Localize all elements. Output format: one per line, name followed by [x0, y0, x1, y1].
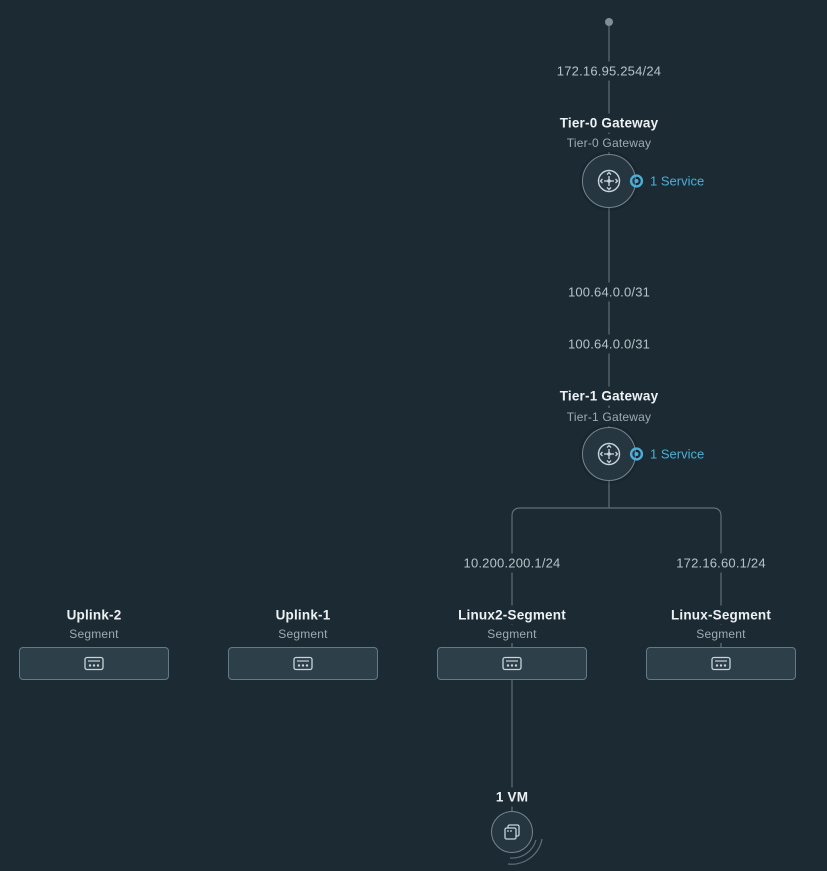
segment-name-uplink-1: Uplink-1	[267, 605, 339, 625]
segment-box-linux-segment[interactable]	[646, 647, 796, 680]
tier1-gateway-icon	[597, 442, 621, 466]
tier0-service-label: 1 Service	[650, 173, 705, 189]
tier1-left-downlink-ip: 10.200.200.1/24	[455, 553, 569, 573]
segment-name-uplink-2: Uplink-2	[58, 605, 130, 625]
t0-t1-link-ip-top: 100.64.0.0/31	[559, 282, 659, 302]
vm-ripple-arc	[507, 838, 543, 865]
segment-name-linux-segment: Linux-Segment	[662, 605, 780, 625]
segment-type-uplink-1: Segment	[270, 625, 336, 643]
segment-type-linux2-segment: Segment	[479, 625, 545, 643]
tier0-gateway-icon	[597, 169, 621, 193]
uplink-endpoint-dot	[605, 18, 613, 26]
segment-icon	[502, 656, 522, 671]
tier1-right-downlink-ip: 172.16.60.1/24	[668, 553, 774, 573]
tier0-uplink-ip-label: 172.16.95.254/24	[548, 61, 670, 81]
vm-ripple-arc	[509, 839, 537, 859]
segment-icon	[84, 656, 104, 671]
segment-icon	[293, 656, 313, 671]
tier1-gateway-node[interactable]	[582, 427, 636, 481]
tier1-gateway-title: Tier-1 Gateway	[551, 386, 667, 406]
tier0-gateway-node[interactable]	[582, 154, 636, 208]
segment-type-linux-segment: Segment	[688, 625, 754, 643]
segment-type-uplink-2: Segment	[61, 625, 127, 643]
service-icon	[629, 447, 644, 461]
segment-icon	[711, 656, 731, 671]
service-icon	[629, 174, 644, 188]
tier1-service-label: 1 Service	[650, 446, 705, 462]
segment-box-linux2-segment[interactable]	[437, 647, 587, 680]
vm-count-label: 1 VM	[487, 787, 537, 807]
segment-box-uplink-1[interactable]	[228, 647, 378, 680]
tier0-gateway-subtitle: Tier-0 Gateway	[558, 134, 660, 152]
tier1-gateway-subtitle: Tier-1 Gateway	[558, 408, 660, 426]
tier0-service-link[interactable]: 1 Service	[629, 174, 704, 189]
vm-icon	[504, 824, 520, 840]
tier1-service-link[interactable]: 1 Service	[629, 447, 704, 462]
vm-group-node[interactable]	[491, 811, 533, 853]
segment-name-linux2-segment: Linux2-Segment	[450, 605, 574, 625]
tier0-gateway-title: Tier-0 Gateway	[551, 113, 667, 133]
t0-t1-link-ip-bottom: 100.64.0.0/31	[559, 334, 659, 354]
segment-box-uplink-2[interactable]	[19, 647, 169, 680]
